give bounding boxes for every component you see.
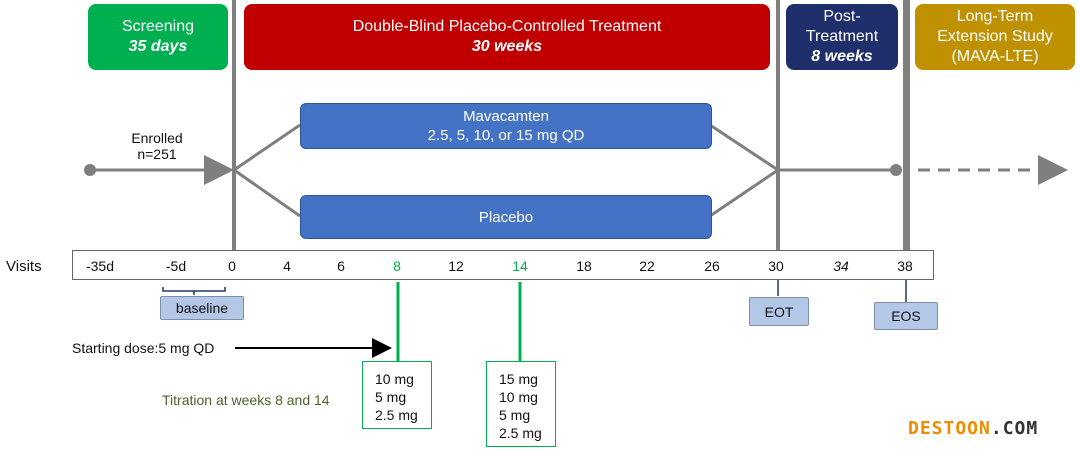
enrolled-count: n=251 xyxy=(137,146,177,162)
mavacamten-name: Mavacamten xyxy=(463,108,549,125)
enrollment-dot xyxy=(84,164,96,176)
visit-tick: 26 xyxy=(704,258,720,274)
watermark-logo: DESTOON.COM xyxy=(908,418,1038,439)
mavacamten-arm: Mavacamten 2.5, 5, 10, or 15 mg QD xyxy=(300,103,712,149)
week14-dose-2: 10 mg xyxy=(499,389,538,405)
visit-tick: 34 xyxy=(833,258,849,274)
visit-tick: 22 xyxy=(639,258,655,274)
divider-week38 xyxy=(903,0,910,250)
week14-dose-3: 5 mg xyxy=(499,407,531,423)
visit-tick: 6 xyxy=(337,258,345,274)
post-title-line2: Treatment xyxy=(805,28,879,45)
post-title-line1: Post- xyxy=(823,8,861,25)
visit-tick: 12 xyxy=(448,258,464,274)
treatment-title: Double-Blind Placebo-Controlled Treatmen… xyxy=(352,18,662,35)
merge-from-placebo xyxy=(709,168,779,218)
visit-tick: -35d xyxy=(85,258,115,274)
watermark-text: DESTOON xyxy=(908,418,991,439)
visit-tick: 8 xyxy=(393,258,401,274)
week14-dose-box: 15 mg 10 mg 5 mg 2.5 mg xyxy=(486,361,556,447)
treatment-phase: Double-Blind Placebo-Controlled Treatmen… xyxy=(244,4,770,70)
week8-dose-3: 2.5 mg xyxy=(375,407,418,423)
visit-tick: 30 xyxy=(768,258,784,274)
baseline-bracket xyxy=(162,287,226,295)
baseline-tag: baseline xyxy=(160,296,244,320)
screening-title: Screening xyxy=(121,18,195,35)
extension-title-line2: Extension Study xyxy=(937,28,1053,45)
visit-tick: 38 xyxy=(897,258,913,274)
visit-tick: 0 xyxy=(228,258,236,274)
treatment-duration: 30 weeks xyxy=(471,38,543,55)
branch-to-drug xyxy=(233,123,301,172)
titration-note: Titration at weeks 8 and 14 xyxy=(162,392,330,408)
week8-dose-2: 5 mg xyxy=(375,389,407,405)
visit-tick: -5d xyxy=(165,258,187,274)
week14-dose-4: 2.5 mg xyxy=(499,425,542,441)
screening-duration: 35 days xyxy=(128,38,188,55)
visits-label: Visits xyxy=(6,258,42,275)
eos-tag: EOS xyxy=(874,302,938,330)
week14-dose-1: 15 mg xyxy=(499,371,538,387)
enrolled-label: Enrolled n=251 xyxy=(112,130,202,162)
extension-phase: Long-Term Extension Study (MAVA-LTE) xyxy=(915,4,1075,70)
divider-day0 xyxy=(232,0,236,250)
branch-to-placebo xyxy=(233,168,301,218)
post-duration: 8 weeks xyxy=(811,48,873,65)
visit-tick: 4 xyxy=(283,258,291,274)
enrolled-text: Enrolled xyxy=(131,130,183,146)
extension-title-line1: Long-Term xyxy=(956,8,1034,25)
extension-title-line3: (MAVA-LTE) xyxy=(951,48,1039,65)
visits-timeline xyxy=(72,250,934,280)
starting-dose-label: Starting dose:5 mg QD xyxy=(72,340,215,356)
divider-week30 xyxy=(776,0,780,250)
visit-tick: 18 xyxy=(576,258,592,274)
screening-phase: Screening 35 days xyxy=(88,4,228,70)
merge-from-drug xyxy=(709,123,779,172)
visit-tick: 14 xyxy=(512,258,528,274)
placebo-name: Placebo xyxy=(478,208,534,226)
week8-dose-box: 10 mg 5 mg 2.5 mg xyxy=(362,361,432,429)
placebo-arm: Placebo xyxy=(300,195,712,239)
week8-dose-1: 10 mg xyxy=(375,371,414,387)
watermark-suffix: .COM xyxy=(990,418,1039,439)
eot-tag: EOT xyxy=(749,297,809,326)
mavacamten-dose: 2.5, 5, 10, or 15 mg QD xyxy=(427,127,585,144)
post-treatment-phase: Post- Treatment 8 weeks xyxy=(786,4,898,70)
week38-dot xyxy=(890,164,902,176)
